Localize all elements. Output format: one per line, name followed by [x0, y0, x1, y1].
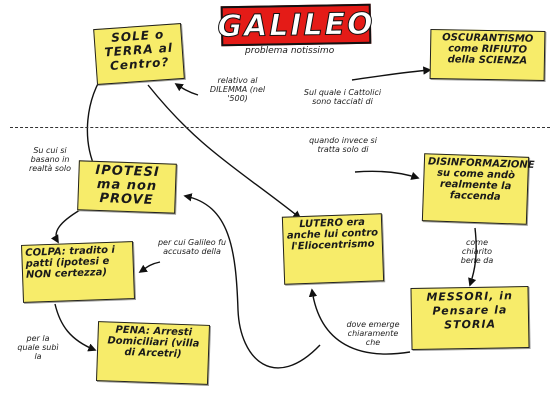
note-messori: MESSORI, in Pensare la STORIA	[410, 285, 530, 351]
label-dove-emerge: dove emerge chiaramente che	[346, 320, 400, 347]
label-sui-quale: Sul quale i Cattolici sono tacciati di	[303, 88, 382, 106]
arrow-quando-to-disinfo	[354, 170, 420, 180]
note-disinformazione: DISINFORMAZIONE su come andò realmente l…	[421, 153, 535, 225]
note-colpa: COLPA: tradito i patti (ipotesi e NON ce…	[21, 241, 135, 303]
arrow-disinfo-to-messori	[468, 227, 477, 287]
label-come-chiarito: come chiarito bene da	[460, 238, 494, 265]
label-relativo: relativo al DILEMMA (nel '500)	[209, 76, 266, 103]
note-ipotesi: IPOTESI ma non PROVE	[77, 160, 177, 214]
note-sole-terra: SOLE o TERRA al Centro?	[93, 22, 185, 86]
subtitle: problema notissimo	[245, 46, 335, 56]
arrow-colpa-to-pena	[54, 303, 97, 352]
note-lutero: LUTERO era anche lui contro l'Eliocentri…	[281, 213, 385, 285]
note-oscurantismo: OSCURANTISMO come RIFIUTO della SCIENZA	[429, 29, 546, 81]
page-title: GALILEO	[217, 6, 376, 45]
arrow-relativo-to-sole	[174, 83, 199, 96]
arrow-ipotesi-to-colpa	[50, 209, 81, 244]
arrow-sole-to-lutero	[147, 84, 302, 220]
label-per-la-quale: per la quale subì la	[17, 334, 59, 361]
arrow-sui-to-oscurantismo	[351, 66, 432, 81]
section-divider	[10, 127, 550, 128]
arrow-per-cui-to-colpa	[138, 261, 161, 273]
label-su-cui: Su cui si basano in realtà solo	[28, 146, 72, 173]
label-per-cui: per cui Galileo fu accusato della	[157, 238, 227, 256]
label-quando-invece: quando invece si tratta solo di	[309, 136, 377, 154]
note-pena: PENA: Arresti Domiciliari (villa di Arce…	[95, 321, 211, 385]
title-banner: GALILEO	[217, 3, 375, 47]
arrow-messori-to-lutero	[308, 288, 411, 355]
arrow-dove-to-ipotesi	[183, 193, 321, 369]
